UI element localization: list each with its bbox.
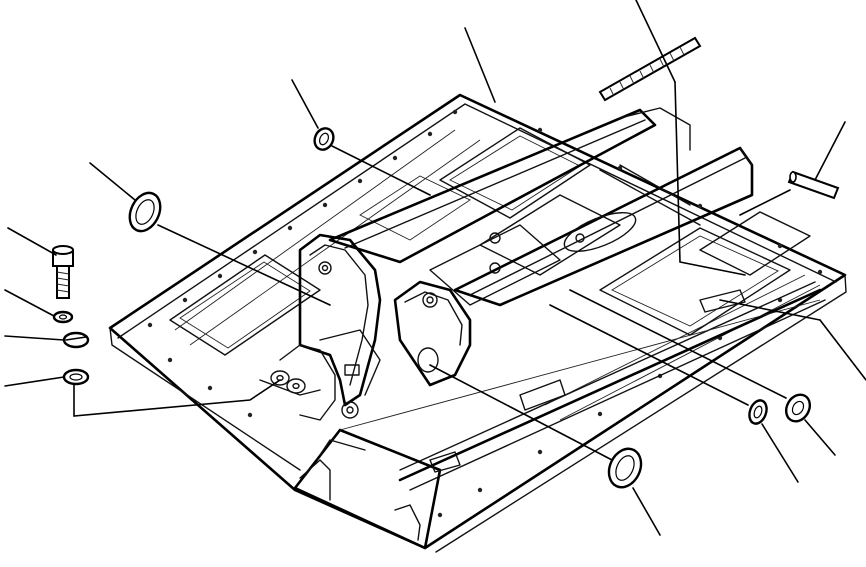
seal-bottom-right-2 (784, 393, 812, 423)
cross-channel (398, 224, 826, 491)
leader-seal-left-to-frame (157, 224, 331, 306)
leader-top-center (464, 27, 496, 103)
leader-top-right (635, 0, 676, 83)
frame-rails (328, 107, 754, 307)
seal-bottom-right-1 (748, 399, 768, 425)
leader-center-seal (291, 79, 319, 129)
leader-bottom-center (632, 487, 661, 536)
seal-bottom-center (607, 447, 643, 489)
edge-bolt-holes (147, 109, 823, 518)
leader-bottom-right-1 (761, 423, 799, 483)
leader-left-seal (89, 162, 136, 201)
leader-left-washer (4, 289, 55, 317)
bolt-part (52, 245, 74, 299)
leader-left-bolt (7, 227, 57, 256)
leader-lines (4, 0, 866, 536)
pin-right-part (787, 170, 840, 200)
leader-right-upper (814, 121, 846, 181)
retaining-ring-part (62, 368, 90, 386)
interior-panels (169, 127, 811, 411)
leader-left-ring (4, 376, 65, 387)
lower-tray (293, 299, 821, 550)
seal-left-part (128, 191, 162, 233)
pin-bosses (259, 370, 321, 396)
collar-part (62, 331, 90, 349)
leader-left-collar (4, 335, 65, 341)
base-frame (108, 93, 847, 553)
threaded-rod-part (598, 36, 702, 102)
leader-right-middle (819, 319, 866, 381)
washer-part (52, 310, 74, 324)
seal-top-part (313, 127, 335, 151)
leader-bottom-right-2 (804, 419, 836, 456)
boom-brackets (279, 233, 472, 421)
